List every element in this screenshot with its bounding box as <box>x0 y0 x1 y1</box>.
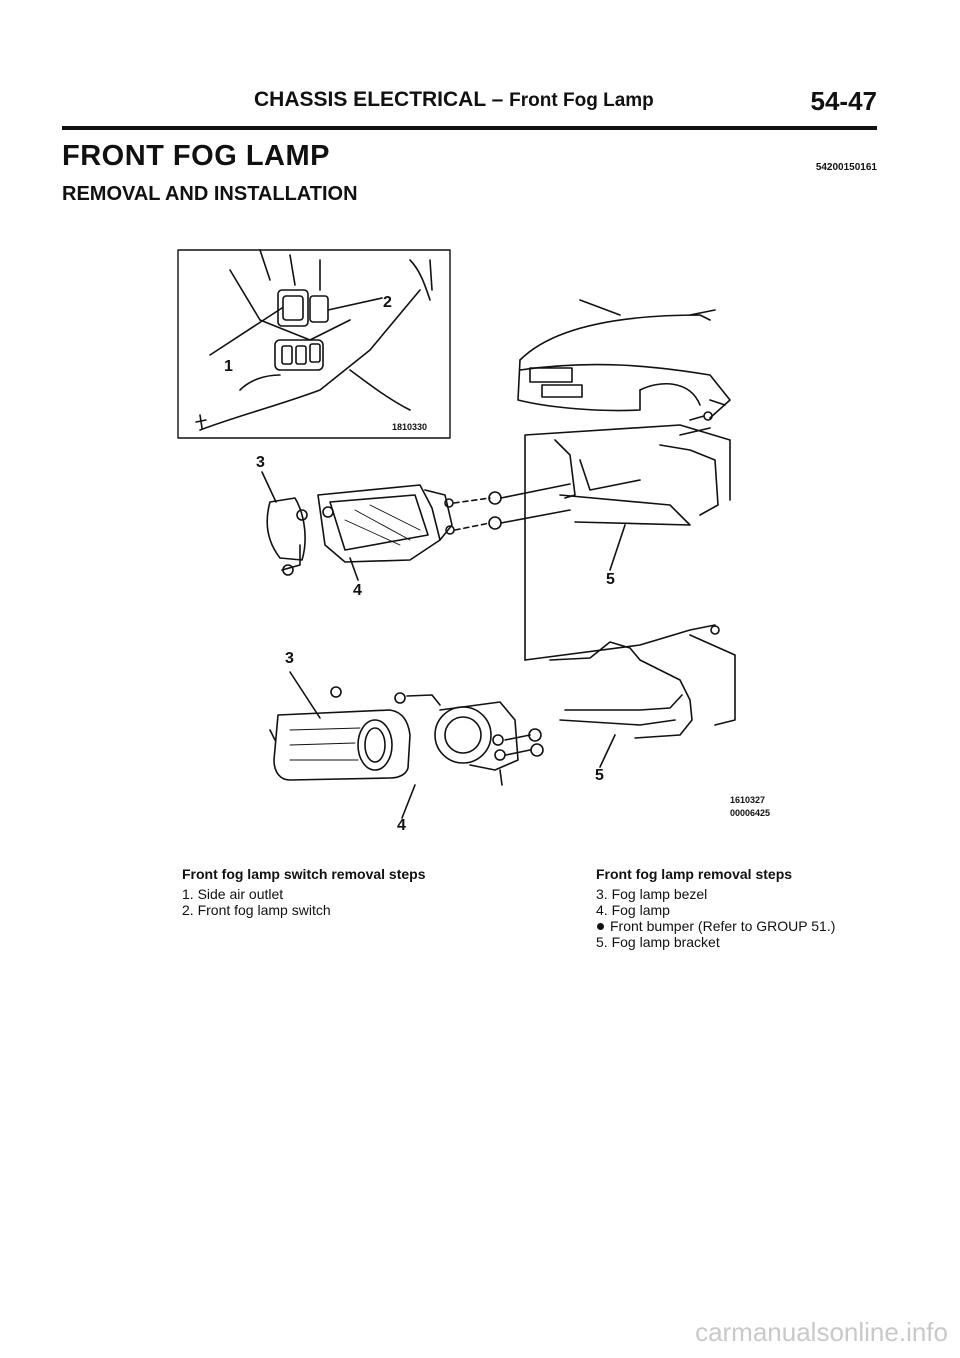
document-id: 54200150161 <box>815 162 877 173</box>
callout-5-lower: 5 <box>595 767 604 784</box>
callout-2: 2 <box>383 294 392 311</box>
switch-inset <box>177 249 451 439</box>
steps-list: 3. Fog lamp bezel 4. Fog lamp Front bump… <box>596 886 896 950</box>
section-title: CHASSIS ELECTRICAL <box>254 88 486 111</box>
step-text: Front bumper (Refer to GROUP 51.) <box>610 918 836 934</box>
header-separator: – <box>485 88 510 111</box>
steps-title: Front fog lamp switch removal steps <box>182 866 426 882</box>
upper-fog-lamp-bezel <box>266 497 334 576</box>
lower-bracket <box>524 624 736 739</box>
callout-3-upper: 3 <box>256 454 265 471</box>
callout-4-upper: 4 <box>353 582 362 599</box>
step-item: 5. Fog lamp bracket <box>596 934 720 950</box>
page-header: CHASSIS ELECTRICAL – Front Fog Lamp 54-4… <box>62 86 878 126</box>
lower-fog-lamp-bezel <box>269 686 411 781</box>
page-subtitle: REMOVAL AND INSTALLATION <box>62 183 358 205</box>
step-item: 3. Fog lamp bezel <box>596 886 708 902</box>
step-item: 4. Fog lamp <box>596 902 670 918</box>
figure-code-2: 00006425 <box>730 808 770 818</box>
step-item-bullet: Front bumper (Refer to GROUP 51.) <box>596 918 896 934</box>
callout-4-lower: 4 <box>397 817 406 830</box>
watermark: carmanualsonline.info <box>695 1317 948 1347</box>
lower-fog-lamp <box>394 692 544 786</box>
switch-removal-steps: Front fog lamp switch removal steps 1. S… <box>182 866 442 918</box>
page-number: 54-47 <box>810 86 878 116</box>
step-item: 1. Side air outlet <box>182 886 284 902</box>
callout-3-lower: 3 <box>285 650 294 667</box>
callout-5-upper: 5 <box>606 571 615 588</box>
upper-fog-lamp <box>317 483 571 563</box>
figure-code-1: 1610327 <box>730 795 765 805</box>
header-rule <box>62 126 877 130</box>
exploded-view-diagram: 1 2 1810330 <box>170 240 770 830</box>
steps-title: Front fog lamp removal steps <box>596 866 793 882</box>
bullet-icon <box>597 923 604 931</box>
subsection-title: Front Fog Lamp <box>509 90 654 111</box>
step-item: 2. Front fog lamp switch <box>182 902 331 918</box>
figure-code-inset: 1810330 <box>392 422 427 432</box>
car-front-illustration <box>517 299 731 419</box>
callout-1: 1 <box>224 358 233 375</box>
page-title: FRONT FOG LAMP <box>62 140 330 172</box>
section-heading: CHASSIS ELECTRICAL – Front Fog Lamp <box>254 88 654 112</box>
steps-list: 1. Side air outlet 2. Front fog lamp swi… <box>182 886 442 918</box>
fog-lamp-removal-steps: Front fog lamp removal steps 3. Fog lamp… <box>596 866 896 950</box>
upper-bracket <box>524 411 731 661</box>
